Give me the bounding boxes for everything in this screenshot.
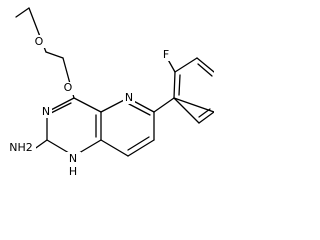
label-pyrimidine-n3: N: [42, 105, 50, 118]
bond-ch2-alkoxy-o: [62, 57, 70, 81]
mask-pyridine-n: [123, 92, 135, 104]
label-ring-nh: N: [69, 152, 77, 165]
bond-aryl-c2-c3: [174, 57, 198, 73]
bond-aryl-c1-c2-double: [178, 74, 181, 96]
bond-c6-aryl: [153, 97, 175, 113]
mask-ring-nh: [66, 152, 81, 180]
bond-aryl-c3-c4: [196, 57, 214, 73]
label-alkoxy-o: O: [64, 81, 73, 94]
bond-c4-n3-double: [50, 102, 72, 114]
bond-aryl-c1-c2: [173, 71, 176, 99]
bond-aryl-c5-c4: [173, 97, 200, 124]
structure-canvas: O O F N N NH2 N H: [5, 7, 214, 180]
bond-aryl-c5-c6: [198, 111, 214, 124]
bond-ch2-ch2: [45, 51, 64, 59]
mask-amine: [5, 142, 36, 155]
label-fluorine: F: [163, 48, 169, 61]
bond-ch3-ch2: [15, 7, 30, 18]
mask-fluorine: [160, 49, 172, 61]
label-pyridine-n: N: [125, 91, 133, 104]
atom-label-masks: [5, 35, 172, 180]
bond-c4a-c4: [73, 97, 102, 113]
mask-ether-o: [33, 35, 46, 48]
fluorophenyl-ring: [153, 55, 214, 124]
molecule-drawing: O O F N N NH2 N H: [5, 7, 214, 180]
bond-aryl-c6-c1: [173, 97, 214, 113]
pyridine-ring: [100, 97, 155, 157]
bond-aryl-c5-c6-double: [198, 108, 211, 118]
label-amine: NH2: [9, 141, 33, 154]
bond-c7-c8: [127, 139, 155, 157]
label-ring-h: H: [69, 165, 77, 178]
bond-c7-c8-double: [127, 136, 150, 151]
atom-labels: O O F N N NH2 N H: [9, 35, 169, 178]
mask-alkoxy-o: [62, 82, 75, 95]
bond-ch2-ether-o: [28, 7, 40, 35]
bond-aryl-c3-c4-double: [197, 63, 213, 77]
bond-n5-c6-double: [128, 103, 151, 116]
mask-pyrimidine-n3: [40, 106, 52, 118]
bond-c8-c8a: [100, 139, 129, 157]
label-ether-o: O: [35, 35, 44, 48]
